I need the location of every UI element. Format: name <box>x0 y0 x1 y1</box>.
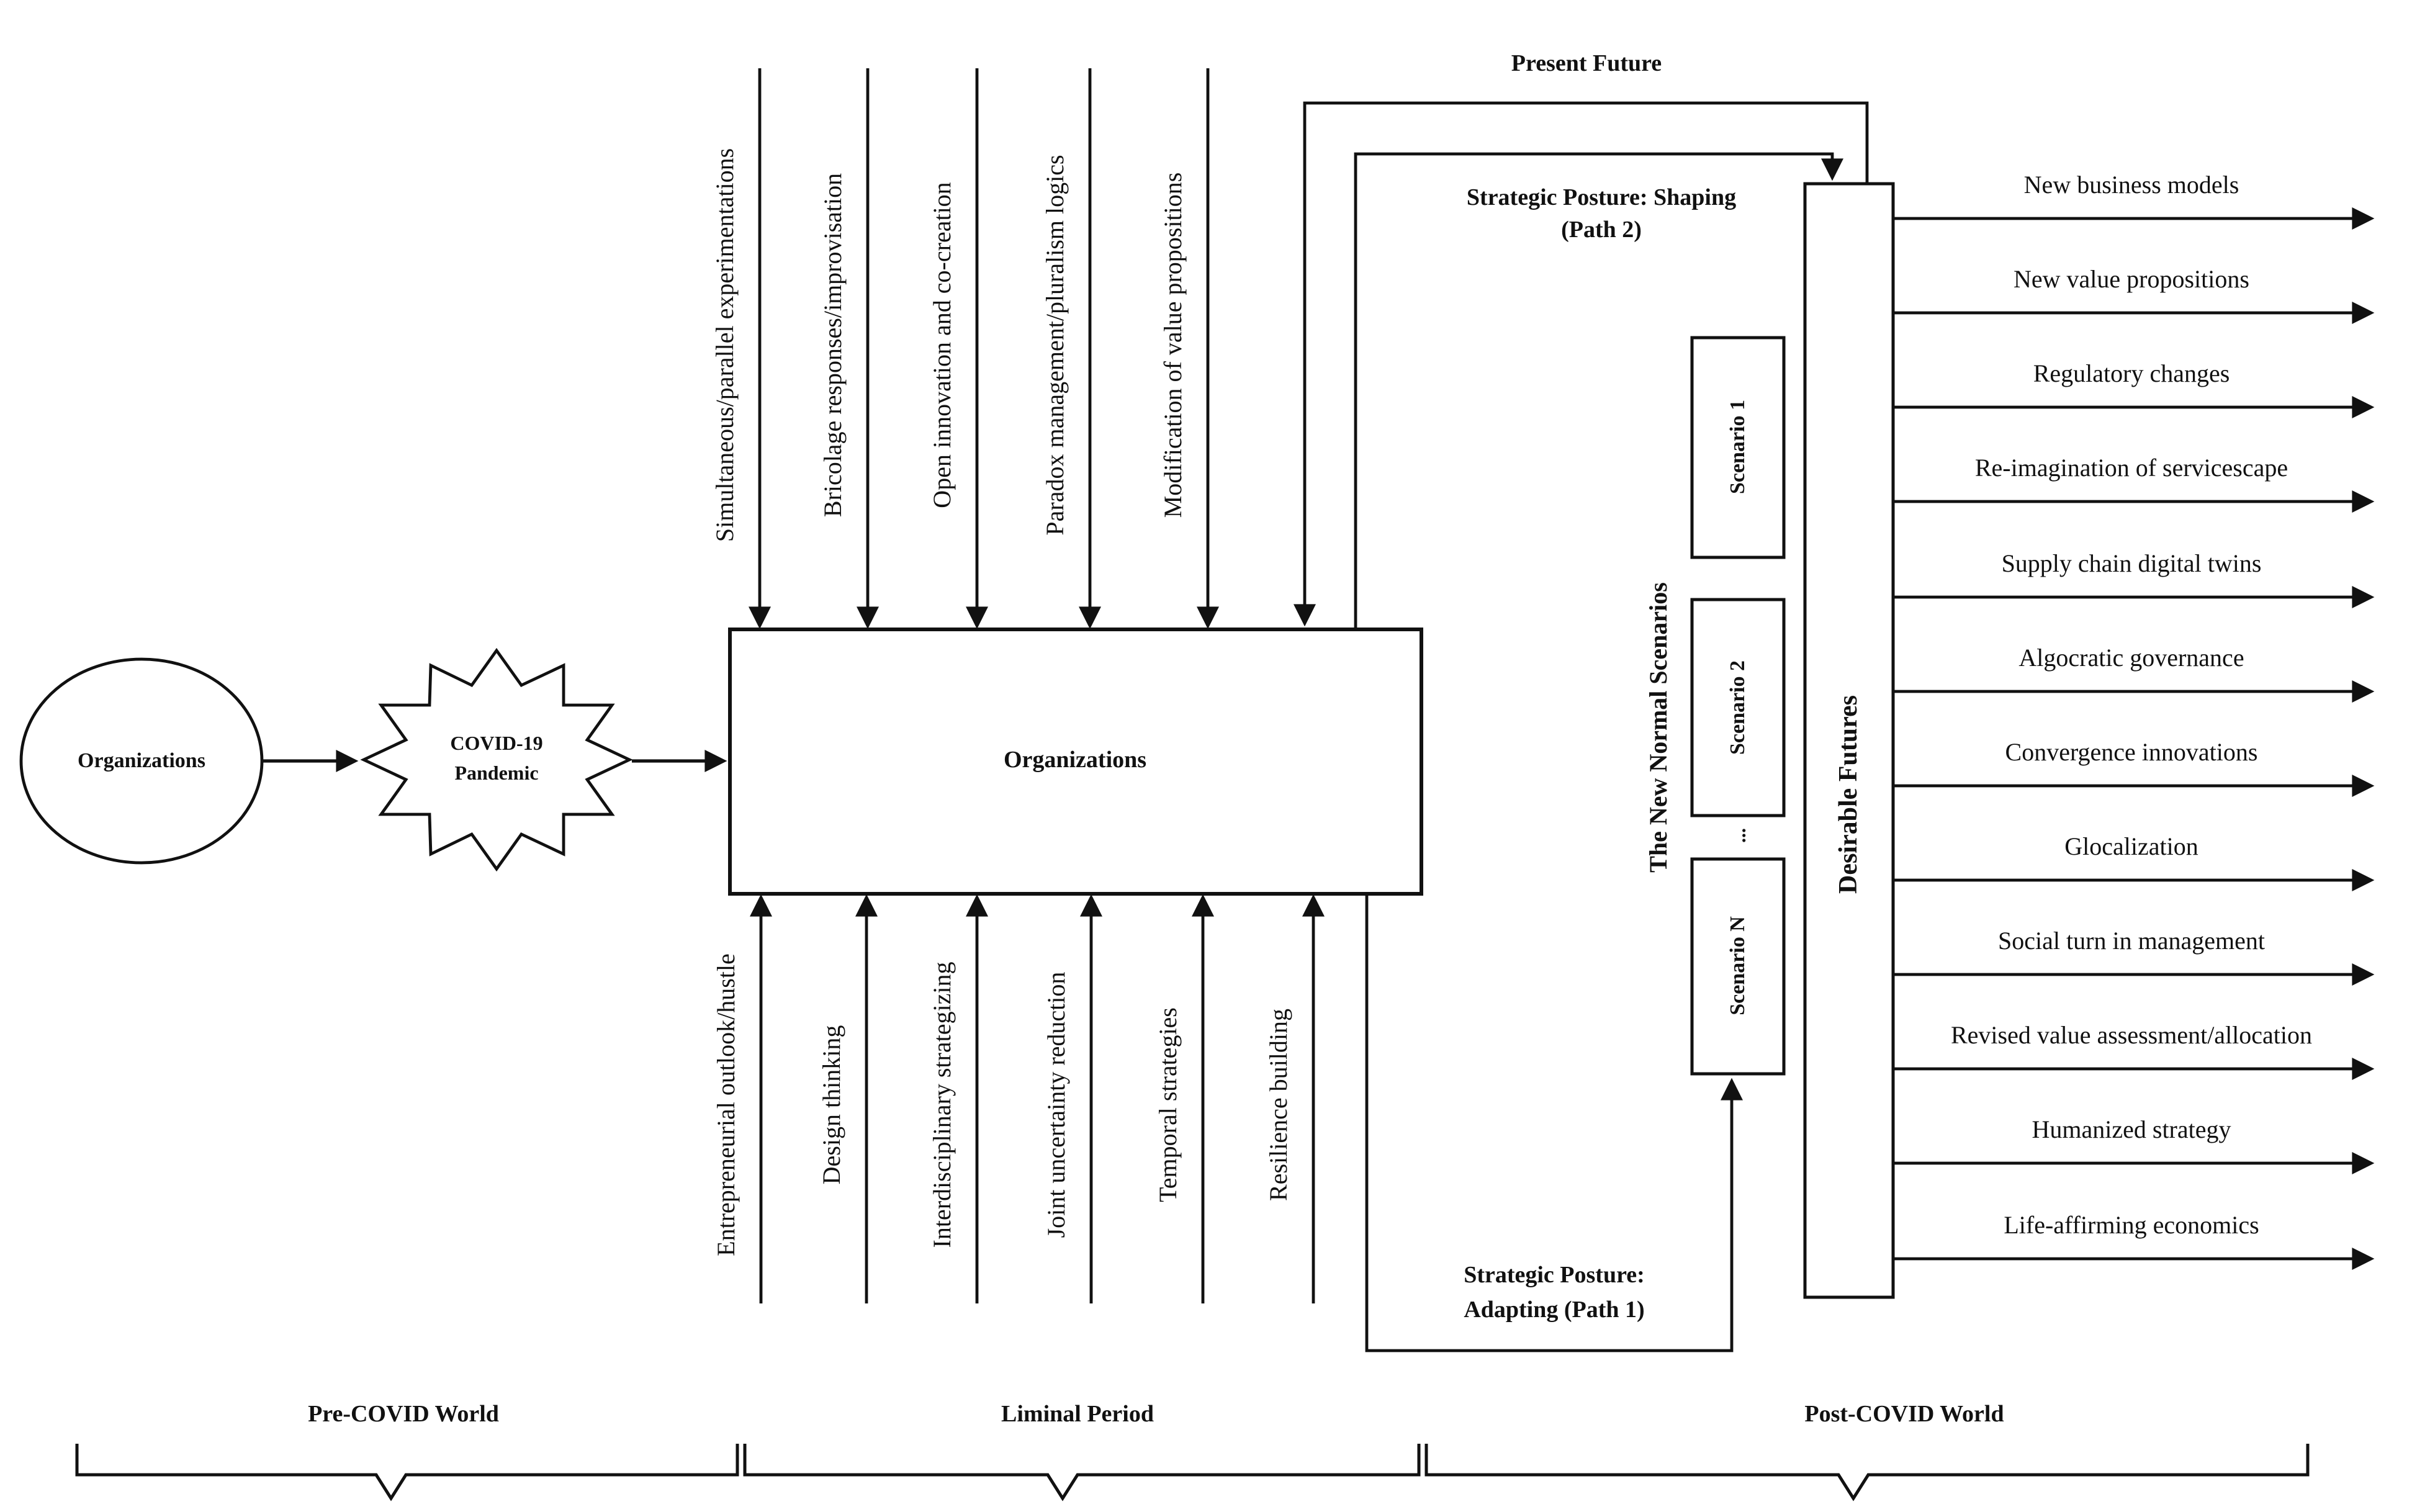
scenario-n-box <box>1690 857 1786 1076</box>
phase-label-pre-covid: Pre-COVID World <box>308 1402 499 1428</box>
scenario-n-label: Scenario N <box>1726 916 1749 1015</box>
bottom-driver-label-4: Joint uncertainty reduction <box>1043 971 1071 1238</box>
bottom-driver-label-5: Temporal strategies <box>1155 1007 1182 1202</box>
scenario-ellipsis: ... <box>1729 828 1750 843</box>
outcome-label-1: New business models <box>2023 172 2239 199</box>
outcome-label-2: New value propositions <box>2014 266 2249 294</box>
adapting-path <box>1365 894 1743 1352</box>
adapting-label-line1: Strategic Posture: <box>1464 1262 1645 1289</box>
organizations-ellipse-shape <box>19 657 264 865</box>
outcome-label-4: Re-imagination of servicescape <box>1974 455 2288 482</box>
covid-burst-label-line1: COVID-19 <box>450 734 543 755</box>
organizations-box-label: Organizations <box>1003 747 1147 773</box>
covid-starburst-shape <box>360 647 633 872</box>
bottom-driver-label-6: Resilience building <box>1266 1009 1293 1201</box>
scenario-1-box <box>1690 336 1786 559</box>
shaping-label-line1: Strategic Posture: Shaping <box>1466 185 1737 211</box>
shaping-label-line2: (Path 2) <box>1561 217 1642 243</box>
outcome-label-10: Revised value assessment/allocation <box>1950 1022 2313 1050</box>
covid-burst-label-line2: Pandemic <box>454 763 539 785</box>
brace-post-covid <box>1424 1444 2310 1501</box>
present-future-label: Present Future <box>1511 51 1662 77</box>
bottom-driver-label-3: Interdisciplinary strategizing <box>929 961 956 1248</box>
outcome-label-8: Glocalization <box>2064 834 2198 861</box>
outcome-label-11: Humanized strategy <box>2032 1117 2231 1144</box>
scenario-1-label: Scenario 1 <box>1726 399 1749 495</box>
outcome-label-9: Social turn in management <box>1998 928 2265 955</box>
scenario-2-box <box>1690 598 1786 817</box>
top-driver-label-4: Paradox management/pluralism logics <box>1042 155 1069 536</box>
desirable-futures-title: Desirable Futures <box>1833 695 1863 894</box>
outcome-label-6: Algocratic governance <box>2018 645 2244 672</box>
phase-label-post-covid: Post-COVID World <box>1804 1402 2004 1428</box>
scenarios-title: The New Normal Scenarios <box>1645 582 1673 873</box>
present-future-path <box>1294 101 1869 627</box>
top-driver-label-1: Simultaneous/parallel experimentations <box>712 148 739 542</box>
adapting-label-line2: Adapting (Path 1) <box>1464 1297 1645 1323</box>
bottom-driver-label-1: Entrepreneurial outlook/hustle <box>713 953 740 1256</box>
bottom-driver-label-2: Design thinking <box>819 1025 846 1185</box>
brace-pre-covid <box>75 1444 739 1501</box>
phase-label-liminal: Liminal Period <box>1001 1402 1154 1428</box>
top-driver-label-3: Open innovation and co-creation <box>929 182 956 508</box>
organizations-box-shape <box>728 628 1423 896</box>
top-driver-label-5: Modification of value propositions <box>1160 172 1187 518</box>
top-driver-label-2: Bricolage responses/improvisation <box>820 173 847 518</box>
outcome-label-7: Convergence innovations <box>2005 739 2258 767</box>
outcome-label-3: Regulatory changes <box>2033 361 2230 388</box>
organizations-ellipse-label: Organizations <box>78 749 205 772</box>
outcome-label-12: Life-affirming economics <box>2004 1212 2259 1240</box>
scenario-2-label: Scenario 2 <box>1726 660 1749 755</box>
desirable-futures-box <box>1803 182 1895 1299</box>
shaping-path <box>1354 152 1843 629</box>
brace-liminal <box>743 1444 1421 1501</box>
outcome-label-5: Supply chain digital twins <box>2001 551 2262 578</box>
